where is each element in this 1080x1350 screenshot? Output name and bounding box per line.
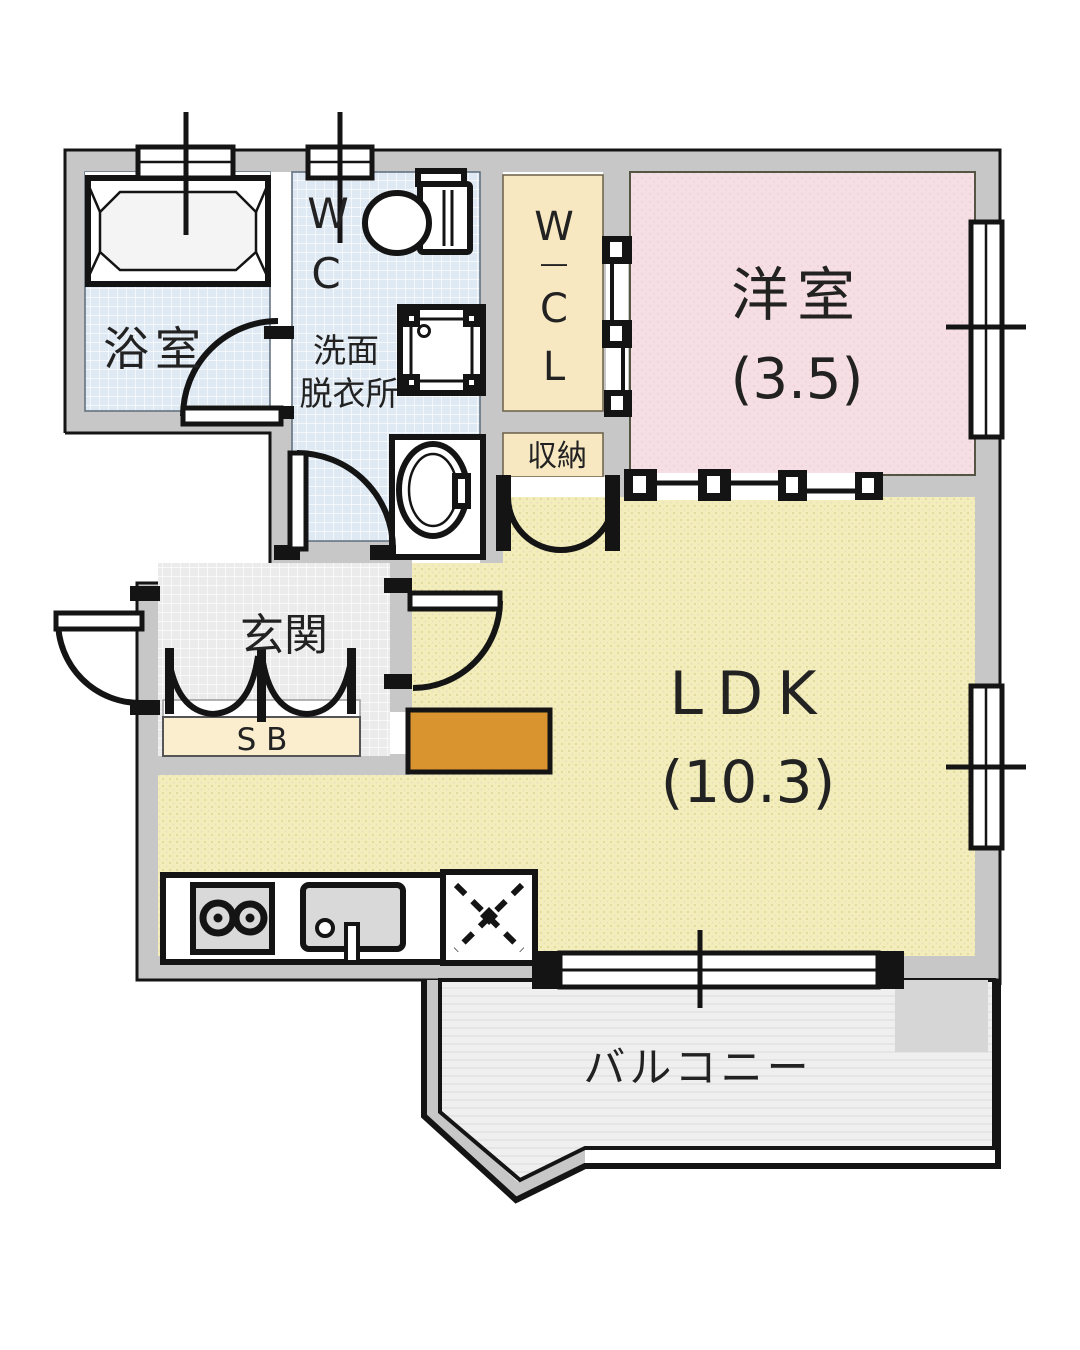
storage-label: 収納 [527, 439, 587, 474]
western-room-size: (3.5) [731, 347, 864, 412]
western-room-sliding-door [624, 469, 883, 501]
shoe-box-label: S B [237, 722, 288, 758]
top-window-wc [305, 112, 375, 243]
balcony-label: バルコニー [583, 1043, 812, 1092]
bathtub [85, 175, 271, 287]
wc-label-bottom: C [311, 249, 340, 298]
wcl-label-l: L [543, 344, 566, 390]
western-room-label: 洋室 [731, 261, 863, 329]
wash-basin [389, 434, 486, 560]
storage-floor [502, 432, 604, 478]
refrigerator-space [440, 869, 538, 966]
ldk-window [946, 683, 1026, 851]
western-room-floor [629, 171, 976, 476]
wcl-label-w: W [534, 204, 574, 250]
kitchen-counter-partition [405, 707, 553, 775]
wc-label-top: W [307, 189, 349, 238]
ldk-floor-main [612, 497, 975, 956]
stove [190, 882, 275, 955]
washroom-label-line2: 脱衣所 [300, 374, 399, 413]
wcl-label-dash: ― [541, 249, 567, 279]
wcl-label-c: C [540, 286, 568, 332]
washroom-label-line1: 洗面 [313, 331, 379, 370]
ac-unit-pad [895, 980, 988, 1052]
folding-door [165, 648, 356, 722]
balcony-window [532, 930, 904, 1008]
sink [300, 882, 406, 964]
balcony-floor [438, 978, 996, 1183]
entrance-door [53, 586, 160, 715]
washroom-door [274, 450, 396, 560]
ldk-label: LDK [670, 659, 831, 729]
bathroom-label: 浴室 [103, 322, 207, 376]
balcony [421, 978, 1001, 1204]
ldk-size: (10.3) [661, 748, 835, 816]
entrance-label: 玄関 [240, 610, 328, 661]
western-room-window [946, 219, 1026, 440]
hall-door [384, 578, 503, 691]
kitchen-counter [160, 872, 446, 965]
storage-double-door [496, 475, 620, 553]
balcony-railing [421, 980, 1001, 1204]
top-window-bathroom [135, 112, 236, 235]
shoe-box [162, 716, 361, 757]
wcl-sliding-door [602, 236, 632, 417]
washing-machine-pan [397, 304, 486, 396]
wcl-floor [502, 174, 604, 412]
bathroom-door [180, 318, 294, 427]
balcony-wall-band [424, 980, 585, 1200]
toilet [362, 168, 473, 256]
